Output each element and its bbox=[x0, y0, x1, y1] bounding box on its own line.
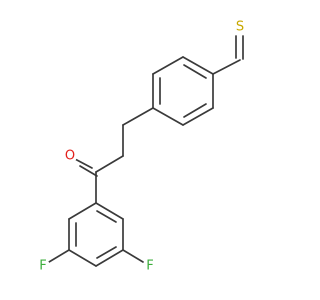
aromatic-inner-bond bbox=[183, 64, 207, 79]
aromatic-inner-bond bbox=[96, 210, 117, 223]
bond bbox=[212, 59, 241, 75]
aromatic-inner-bond bbox=[96, 246, 117, 259]
bond bbox=[152, 107, 184, 126]
fluorine-atom-label-right: F bbox=[146, 259, 153, 274]
propanone-chain bbox=[74, 107, 154, 204]
fluorine-atom-label-left: F bbox=[39, 259, 46, 274]
bond bbox=[95, 155, 124, 173]
lower-benzene-ring bbox=[48, 202, 144, 267]
thioaldehyde-group bbox=[212, 35, 244, 75]
bond bbox=[68, 202, 97, 220]
bond bbox=[182, 107, 214, 126]
bond bbox=[152, 56, 184, 75]
bond bbox=[68, 249, 97, 267]
aromatic-inner-bond bbox=[183, 103, 207, 118]
bond bbox=[122, 249, 144, 263]
bond bbox=[95, 249, 124, 267]
bond bbox=[95, 202, 124, 220]
sulfur-atom-label: S bbox=[236, 20, 244, 35]
oxygen-atom-label: O bbox=[65, 149, 75, 164]
atom-labels: S O F F bbox=[36, 20, 247, 274]
double-bond bbox=[74, 158, 93, 169]
double-bond bbox=[79, 165, 98, 177]
bond bbox=[182, 56, 214, 75]
bond bbox=[48, 249, 70, 263]
bond bbox=[122, 107, 154, 126]
upper-benzene-ring bbox=[152, 56, 214, 126]
molecule-structure: S O F F bbox=[36, 19, 247, 274]
